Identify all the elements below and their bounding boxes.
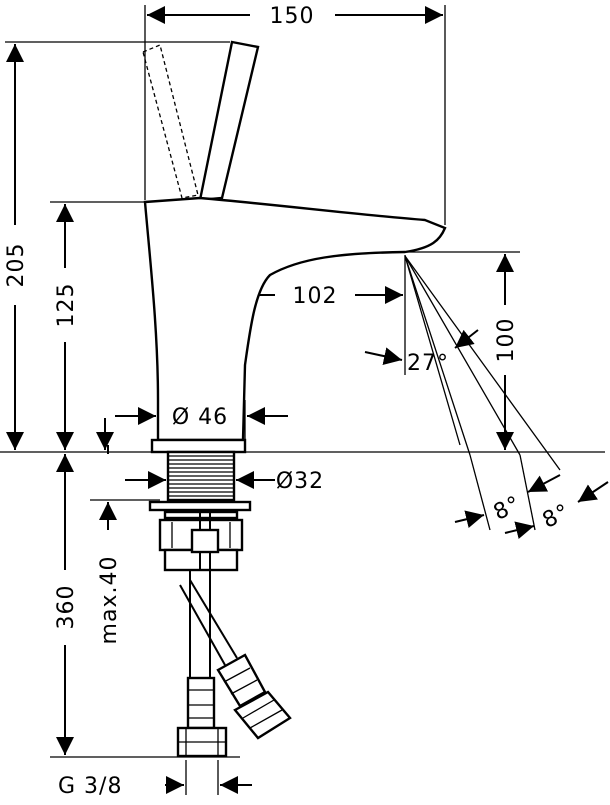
dim-width-150: 150 bbox=[147, 4, 443, 29]
dim-label-150: 150 bbox=[270, 4, 315, 29]
dim-thread-32: Ø32 bbox=[125, 469, 324, 494]
dim-label-360: 360 bbox=[54, 585, 79, 630]
dim-label-102: 102 bbox=[293, 284, 338, 309]
dim-label-g38: G 3/8 bbox=[58, 774, 122, 799]
dim-label-8b: 8° bbox=[539, 500, 574, 534]
dim-label-205: 205 bbox=[4, 243, 29, 288]
supply-hose-right bbox=[179, 579, 292, 740]
spray-angle-lines bbox=[404, 255, 561, 531]
faucet-body bbox=[143, 196, 447, 442]
mounting-hardware bbox=[148, 500, 252, 572]
dim-label-32: Ø32 bbox=[276, 469, 324, 494]
dim-height-125: 125 bbox=[54, 204, 79, 450]
dim-label-max40: max.40 bbox=[97, 556, 122, 645]
dim-max-40: max.40 bbox=[97, 445, 122, 644]
dim-connection-g38: G 3/8 bbox=[58, 760, 252, 799]
dim-under-360: 360 bbox=[54, 454, 79, 755]
extension-lines bbox=[0, 5, 605, 758]
supply-hose-left bbox=[176, 570, 228, 758]
dim-label-100: 100 bbox=[494, 318, 519, 363]
dim-label-8a: 8° bbox=[490, 492, 525, 526]
dim-label-46: Ø 46 bbox=[172, 405, 228, 430]
threaded-shank bbox=[166, 450, 236, 502]
dim-angle-27: 27° bbox=[364, 329, 479, 376]
base-ring bbox=[150, 438, 247, 454]
dim-label-125: 125 bbox=[54, 283, 79, 328]
faucet-lever bbox=[142, 40, 260, 202]
dim-clearance-100: 100 bbox=[494, 254, 519, 450]
dim-base-46: Ø 46 bbox=[115, 400, 288, 440]
dim-label-27: 27° bbox=[407, 351, 449, 376]
dim-height-205: 205 bbox=[4, 44, 29, 450]
